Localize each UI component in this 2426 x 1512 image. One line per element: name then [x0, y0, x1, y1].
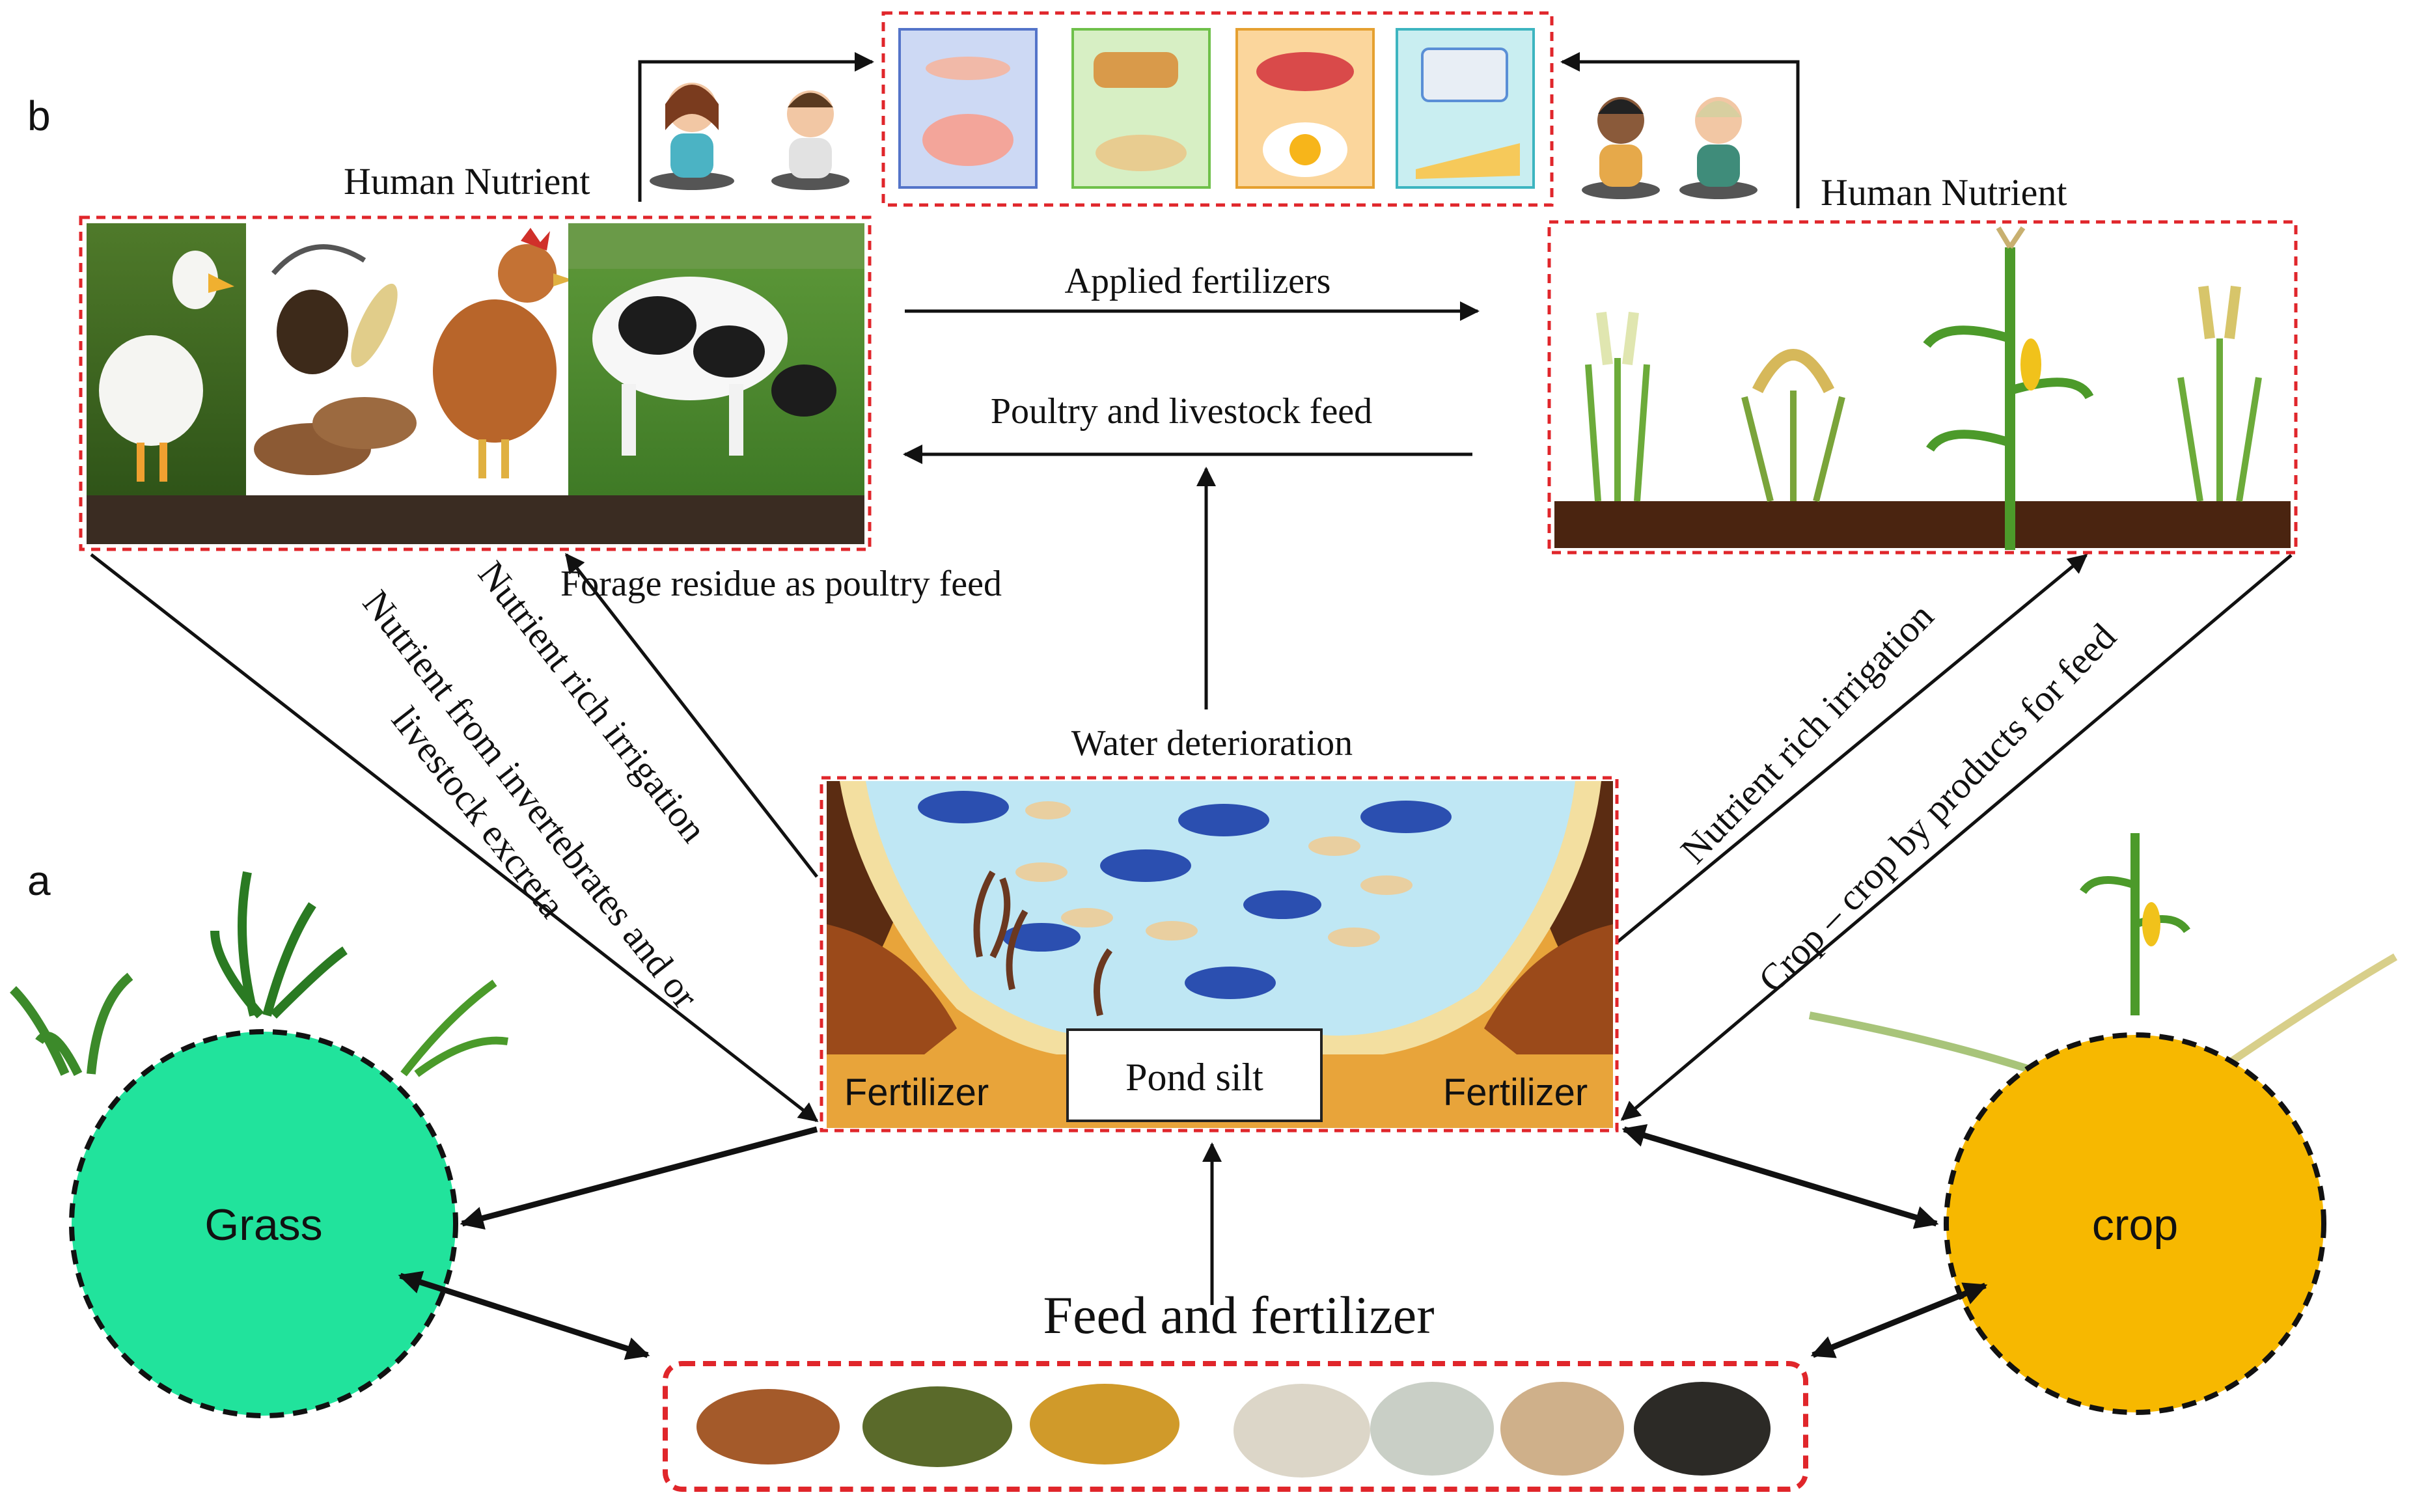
crop-byproducts-label: Crop – crop by products for feed — [1750, 615, 2125, 1000]
cow-icon — [568, 223, 864, 495]
brown-pellet-icon — [696, 1389, 840, 1464]
wheat-plant-icon — [1585, 312, 1650, 502]
fertilizer-right-label: Fertilizer — [1443, 1071, 1588, 1114]
mixed-pellet-icon — [862, 1386, 1012, 1467]
food-products-panel — [881, 11, 1554, 207]
human-nutrient-left-label: Human Nutrient — [344, 160, 590, 202]
pond-panel: Pond silt Fertilizer Fertilizer — [820, 776, 1619, 1133]
poultry-livestock-feed-label: Poultry and livestock feed — [991, 391, 1372, 432]
arrow-crop-byproducts — [1620, 554, 2293, 1121]
pond-silt-box — [1066, 1028, 1323, 1122]
tan-granule-icon — [1500, 1382, 1624, 1476]
grass-label: Grass — [204, 1200, 322, 1250]
crop-plants-icon — [1808, 833, 2398, 1078]
applied-fertilizers-label: Applied fertilizers — [1065, 261, 1331, 301]
yellow-pellet-icon — [1030, 1384, 1179, 1464]
woman-eating-icon — [650, 83, 734, 190]
arrow-pond-to-grass — [460, 1126, 818, 1230]
panel-label-a: a — [27, 857, 51, 904]
woman-eating-icon — [1679, 97, 1757, 199]
arrow-grass-feed — [398, 1271, 650, 1360]
arrow-crops-to-food — [1560, 52, 1800, 208]
arrow-livestock-to-food — [638, 52, 874, 202]
water-deterioration-label: Water deterioration — [1071, 723, 1353, 763]
meat-egg-icon — [1235, 28, 1375, 189]
pond-silt-label: Pond silt — [1125, 1056, 1263, 1099]
human-nutrient-right-label: Human Nutrient — [1821, 171, 2067, 213]
livestock-panel — [79, 215, 872, 551]
seaweed-icon — [973, 870, 1113, 1017]
shrimp-icon — [1015, 801, 1413, 947]
arrow-nutrient-irrigation-left — [565, 553, 818, 878]
feed-fertilizer-panel — [663, 1361, 1808, 1492]
fish-icon — [918, 791, 1452, 999]
panel-label-b: b — [27, 92, 51, 139]
barley-plant-icon — [2177, 286, 2262, 502]
dairy-icon — [1396, 28, 1535, 189]
rice-plant-icon — [1741, 349, 1845, 502]
arrow-nutrient-invertebrates — [90, 553, 819, 1122]
man-eating-icon — [771, 90, 849, 190]
duck-icon — [87, 223, 246, 495]
grey-granule-icon — [1370, 1382, 1494, 1476]
feed-fertilizer-label: Feed and fertilizer — [1043, 1285, 1434, 1345]
fertilizer-left-label: Fertilizer — [844, 1071, 989, 1114]
maize-plant-icon — [1923, 226, 2094, 550]
arrow-nutrient-irrigation-right — [1616, 554, 2088, 943]
bread-grain-icon — [1071, 28, 1211, 189]
arrow-crop-feed — [1810, 1282, 1988, 1358]
forage-residue-label: Forage residue as poultry feed — [560, 564, 1002, 604]
chicken-icon — [433, 228, 573, 478]
seafood-icon — [898, 28, 1038, 189]
grass-circle — [69, 1029, 458, 1418]
arrow-pond-crop — [1621, 1124, 1939, 1229]
white-granule-icon — [1234, 1384, 1370, 1478]
crop-label: crop — [2092, 1200, 2178, 1250]
black-granule-icon — [1634, 1382, 1771, 1476]
crops-panel — [1547, 220, 2298, 555]
man-eating-icon — [1582, 97, 1660, 199]
crop-circle — [1944, 1032, 2326, 1415]
grass-plants-icon — [10, 871, 508, 1077]
